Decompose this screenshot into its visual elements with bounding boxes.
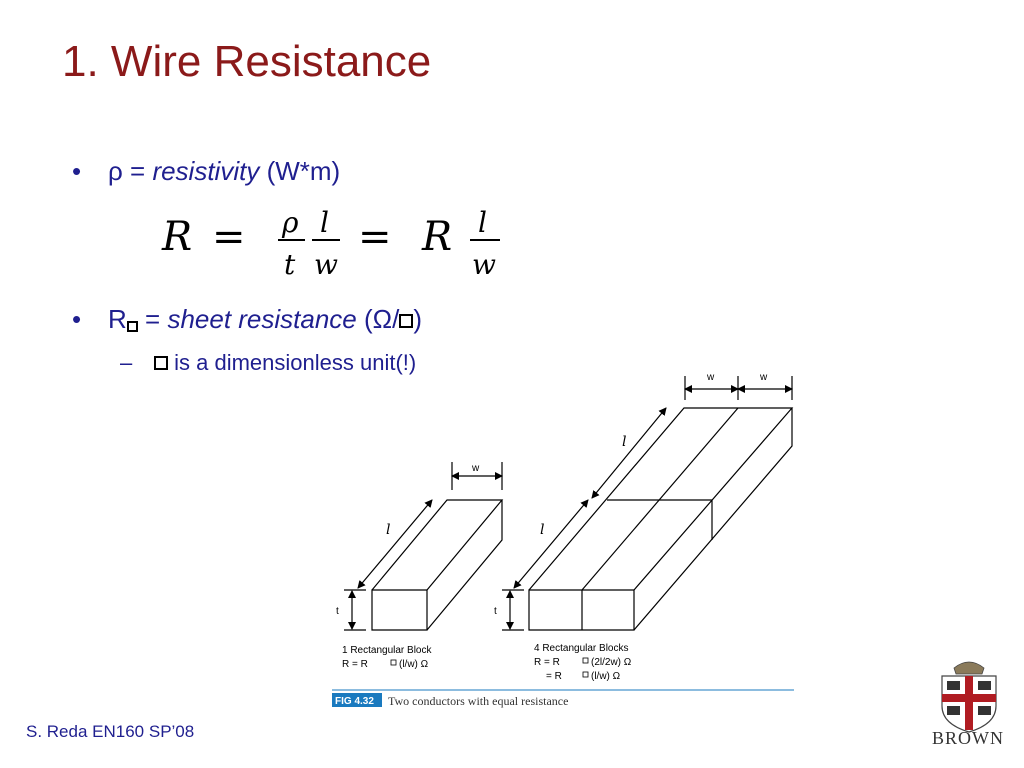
dim-w-label: w — [706, 372, 715, 383]
dim-t-label: t — [336, 606, 339, 617]
bullet-dot: • — [72, 156, 82, 186]
eq-w-2: w — [472, 248, 496, 281]
fig-label: FIG 4.32 — [335, 696, 374, 707]
brown-crest-icon — [941, 661, 997, 733]
bullet-sheet-resistance: • R = sheet resistance (Ω/) — [72, 304, 422, 335]
resistivity-unit: (W*m) — [266, 156, 341, 186]
brown-logo — [941, 661, 997, 733]
resistivity-term: resistivity — [152, 156, 260, 186]
block2-formula-2: = R — [546, 671, 562, 682]
four-block-diagram — [502, 376, 794, 631]
fig-label-badge — [332, 693, 382, 707]
resistivity-symbol: ρ = — [108, 156, 146, 186]
block2-caption: 4 Rectangular Blocks — [534, 643, 629, 654]
single-block-diagram — [344, 462, 504, 631]
dim-t-label: t — [494, 606, 497, 617]
conductor-figure: w w w t t l l l 1 Rectangular Block R = … — [332, 372, 794, 708]
dim-w-label: w — [471, 463, 480, 474]
sub-bullet-text: is a dimensionless unit(!) — [168, 350, 417, 375]
eq-equals-2: = — [358, 214, 392, 260]
sub-bullet-dimensionless: – is a dimensionless unit(!) — [120, 350, 416, 376]
resistance-equation: R = ρ t l w = R l w — [161, 206, 500, 281]
eq-equals-1: = — [212, 214, 246, 260]
block2-formula-2-rest: (l/w) Ω — [591, 671, 621, 682]
footer-author: S. Reda EN160 SP’08 — [26, 722, 195, 741]
square-unit-icon — [399, 314, 414, 328]
eq-R: R — [161, 214, 192, 260]
eq-l-1: l — [320, 206, 329, 239]
eq-t: t — [284, 248, 296, 281]
sheet-resistance-unit-open: (Ω/ — [364, 304, 400, 334]
dim-w-label: w — [759, 372, 768, 383]
block1-caption: 1 Rectangular Block — [342, 645, 432, 656]
sub-bullet-dash: – — [120, 350, 133, 375]
sheet-resistance-term: sheet resistance — [167, 304, 357, 334]
dim-l-label: l — [540, 522, 544, 538]
square-symbol-icon — [154, 356, 168, 370]
eq-w-1: w — [314, 248, 338, 281]
sheet-resistance-unit-close: ) — [413, 304, 422, 334]
sheet-resistance-eq: = — [137, 304, 161, 334]
bullet-dot: • — [72, 304, 82, 334]
block2-formula: R = R — [534, 657, 560, 668]
bullet-resistivity: • ρ = resistivity (W*m) — [72, 156, 340, 187]
brown-logo-text: BROWN — [932, 728, 1004, 748]
block1-formula: R = R — [342, 659, 368, 670]
fig-caption: Two conductors with equal resistance — [388, 694, 568, 708]
eq-l-2: l — [478, 206, 487, 239]
eq-rho: ρ — [281, 206, 299, 239]
square-symbol-icon — [126, 321, 138, 332]
eq-R-2: R — [421, 214, 452, 260]
block1-formula-rest: (l/w) Ω — [399, 659, 429, 670]
block2-formula-rest: (2l/2w) Ω — [591, 657, 632, 668]
dim-l-label: l — [386, 522, 390, 538]
dim-l-label: l — [622, 434, 626, 450]
sheet-resistance-symbol: R — [108, 304, 127, 334]
slide-title: 1. Wire Resistance — [62, 37, 432, 86]
